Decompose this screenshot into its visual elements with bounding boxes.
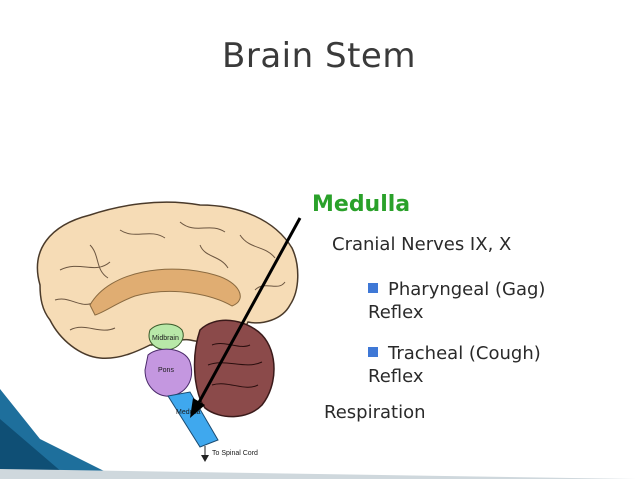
midbrain-label: Midbrain: [152, 335, 179, 342]
bullet-cranial-nerves: Cranial Nerves IX, X: [332, 234, 512, 255]
corner-decoration: [0, 389, 638, 479]
slide-title: Brain Stem: [222, 36, 416, 76]
bullet-square-icon: [368, 347, 378, 357]
medulla-label: Medulla: [176, 409, 201, 416]
bullet-square-icon: [368, 283, 378, 293]
spinal-cord-label: To Spinal Cord: [212, 450, 258, 457]
sub-bullet-gag: Pharyngeal (Gag) Reflex: [368, 278, 588, 324]
medulla-region: [167, 391, 219, 448]
bullet-respiration: Respiration: [324, 402, 426, 423]
pons-label: Pons: [158, 367, 174, 374]
sub-bullet-cough: Tracheal (Cough) Reflex: [368, 342, 588, 388]
corpus-callosum: [89, 268, 241, 316]
pointer-arrow: [195, 217, 302, 407]
sub-bullet-gag-text: Pharyngeal (Gag) Reflex: [368, 279, 546, 323]
cerebellum: [193, 319, 275, 418]
midbrain-region: [148, 323, 184, 351]
pons-region: [144, 348, 193, 397]
sub-bullet-cough-text: Tracheal (Cough) Reflex: [368, 343, 541, 387]
heading-medulla: Medulla: [312, 192, 411, 217]
